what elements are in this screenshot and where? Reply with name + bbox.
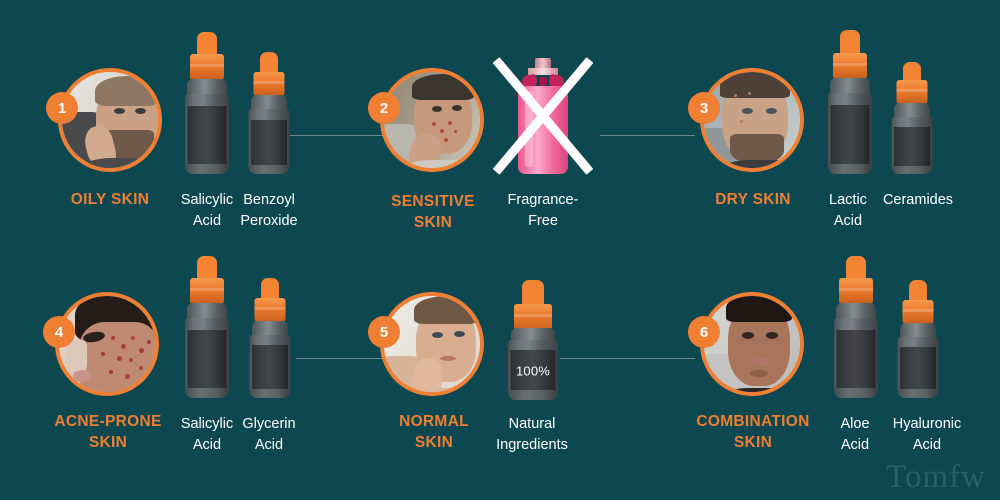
bottle-ceramides[interactable] bbox=[889, 62, 935, 174]
step-badge-6: 6 bbox=[688, 316, 720, 348]
step-badge-5: 5 bbox=[368, 316, 400, 348]
connector-line-2-3 bbox=[600, 135, 695, 136]
photo-combination-skin bbox=[700, 292, 804, 396]
skin-type-label-3: DRY SKIN bbox=[715, 191, 791, 208]
ingredient-label-1a: Salicylic Acid bbox=[180, 192, 234, 229]
skin-type-label-4: ACNE-PRONE SKIN bbox=[54, 413, 162, 451]
step-badge-1: 1 bbox=[46, 92, 78, 124]
step-badge-4: 4 bbox=[43, 316, 75, 348]
ingredient-label-4a: Salicylic Acid bbox=[180, 416, 234, 453]
photo-sensitive-skin bbox=[380, 68, 484, 172]
cross-out-icon bbox=[492, 57, 594, 175]
photo-oily-skin bbox=[58, 68, 162, 172]
connector-line-4-5 bbox=[296, 358, 396, 359]
bottle-glycerin-acid[interactable] bbox=[247, 278, 293, 398]
skin-type-label-5: NORMAL SKIN bbox=[399, 413, 469, 451]
watermark-logo: Tomfw bbox=[886, 459, 986, 495]
ingredient-label-6b: Hyaluronic Acid bbox=[892, 416, 962, 453]
bottle-hyaluronic-acid[interactable] bbox=[895, 280, 941, 398]
ingredient-label-3b: Ceramides bbox=[882, 192, 954, 208]
connector-line-5-6 bbox=[560, 358, 695, 359]
bottle-natural-ingredients[interactable]: 100% bbox=[505, 280, 561, 400]
bottle-percent-label: 100% bbox=[515, 363, 551, 379]
fragrance-free-icon[interactable] bbox=[492, 57, 594, 175]
ingredient-label-6a: Aloe Acid bbox=[840, 416, 870, 453]
ingredient-label-5a: Natural Ingredients bbox=[496, 416, 568, 453]
ingredient-label-3a: Lactic Acid bbox=[829, 192, 867, 229]
bottle-salicylic-acid-1[interactable] bbox=[183, 32, 231, 174]
bottle-salicylic-acid-2[interactable] bbox=[183, 256, 231, 398]
photo-normal-skin bbox=[380, 292, 484, 396]
skin-type-label-1: OILY SKIN bbox=[70, 191, 150, 208]
perfume-bow-icon bbox=[520, 73, 566, 90]
ingredient-label-1b: Benzoyl Peroxide bbox=[240, 192, 298, 229]
step-badge-3: 3 bbox=[688, 92, 720, 124]
skin-type-label-2: SENSITIVE SKIN bbox=[391, 193, 475, 231]
photo-acne-prone-skin bbox=[55, 292, 159, 396]
photo-dry-skin bbox=[700, 68, 804, 172]
bottle-benzoyl-peroxide[interactable] bbox=[246, 52, 292, 174]
skin-type-label-6: COMBINATION SKIN bbox=[696, 413, 810, 451]
ingredient-label-2a: Fragrance- Free bbox=[507, 192, 579, 229]
ingredient-label-4b: Glycerin Acid bbox=[242, 416, 296, 453]
bottle-lactic-acid[interactable] bbox=[826, 30, 874, 174]
bottle-aloe-acid[interactable] bbox=[832, 256, 880, 398]
connector-line-1-2 bbox=[290, 135, 395, 136]
step-badge-2: 2 bbox=[368, 92, 400, 124]
